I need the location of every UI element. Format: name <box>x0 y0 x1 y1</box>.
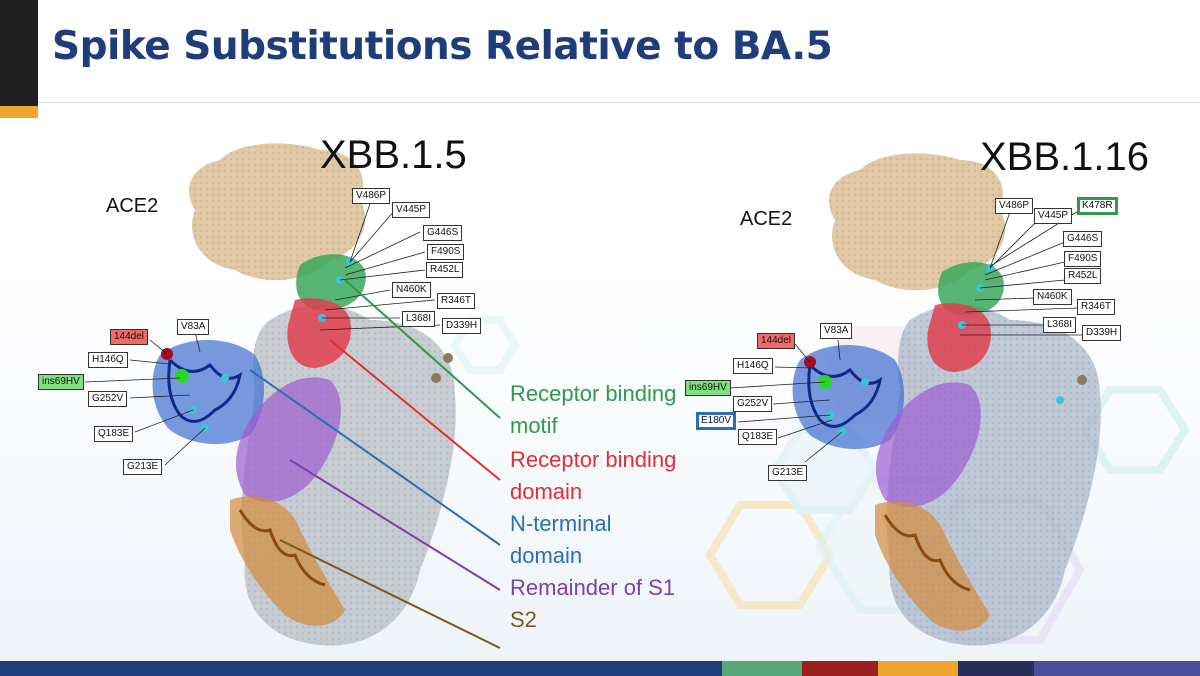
left-mutation-label: G252V <box>88 391 127 407</box>
band-segment-indigo <box>1034 661 1200 676</box>
left-mutation-label: H146Q <box>88 352 128 368</box>
legend-s1: Remainder of S1 <box>510 572 675 604</box>
right-mutation-label: G446S <box>1063 231 1102 247</box>
legend-rbd: Receptor binding domain <box>510 444 676 508</box>
left-mutation-label: V486P <box>352 188 390 204</box>
legend-ntd-line1: N-terminal <box>510 508 611 540</box>
right-mutation-label: K478R <box>1077 197 1118 215</box>
left-mutation-label: D339H <box>442 318 481 334</box>
right-mutation-label: E180V <box>696 412 736 430</box>
left-mutation-label: N460K <box>392 282 431 298</box>
bottom-color-band <box>0 661 1200 676</box>
left-spike-structure <box>153 143 456 645</box>
right-mutation-label: V486P <box>995 198 1033 214</box>
band-segment-navy <box>0 661 722 676</box>
legend-rbm: Receptor binding motif <box>510 378 676 442</box>
left-mutation-label: R452L <box>426 262 463 278</box>
left-ace2-label: ACE2 <box>106 195 158 218</box>
right-mutation-label: V445P <box>1034 208 1072 224</box>
legend-rbm-line1: Receptor binding <box>510 378 676 410</box>
right-mutation-label: R452L <box>1064 268 1101 284</box>
right-mutation-label: V83A <box>820 323 852 339</box>
right-mutation-label: D339H <box>1082 325 1121 341</box>
right-mutation-label: G252V <box>733 396 772 412</box>
right-mutation-label: H146Q <box>733 358 773 374</box>
right-mutation-label: F490S <box>1064 251 1101 267</box>
right-variant-label: XBB.1.16 <box>980 135 1149 180</box>
right-mutation-label: Q183E <box>738 429 777 445</box>
legend-rbm-line2: motif <box>510 410 676 442</box>
left-mutation-label: F490S <box>427 244 464 260</box>
right-mutation-label: R346T <box>1077 299 1115 315</box>
legend-rbd-line1: Receptor binding <box>510 444 676 476</box>
right-mutation-label: G213E <box>768 465 807 481</box>
legend-ntd-line2: domain <box>510 540 611 572</box>
right-mutation-label: ins69HV <box>685 380 731 396</box>
legend-ntd: N-terminal domain <box>510 508 611 572</box>
left-mutation-label: ins69HV <box>38 374 84 390</box>
left-mutation-label: 144del <box>110 329 148 345</box>
left-variant-label: XBB.1.5 <box>320 133 467 178</box>
legend-s2: S2 <box>510 604 537 636</box>
right-mutation-label: 144del <box>757 333 795 349</box>
left-mutation-label: R346T <box>437 293 475 309</box>
legend-rbd-line2: domain <box>510 476 676 508</box>
left-mutation-label: Q183E <box>94 426 133 442</box>
band-segment-orange <box>878 661 958 676</box>
band-segment-green <box>722 661 802 676</box>
band-segment-dark <box>958 661 1034 676</box>
band-segment-red <box>802 661 878 676</box>
left-mutation-label: L368I <box>402 311 435 327</box>
left-mutation-label: V445P <box>392 202 430 218</box>
left-mutation-label: V83A <box>177 319 209 335</box>
left-mutation-label: G213E <box>123 459 162 475</box>
right-mutation-label: N460K <box>1033 289 1072 305</box>
left-mutation-label: G446S <box>423 225 462 241</box>
right-ace2-label: ACE2 <box>740 208 792 231</box>
right-mutation-label: L368I <box>1043 317 1076 333</box>
